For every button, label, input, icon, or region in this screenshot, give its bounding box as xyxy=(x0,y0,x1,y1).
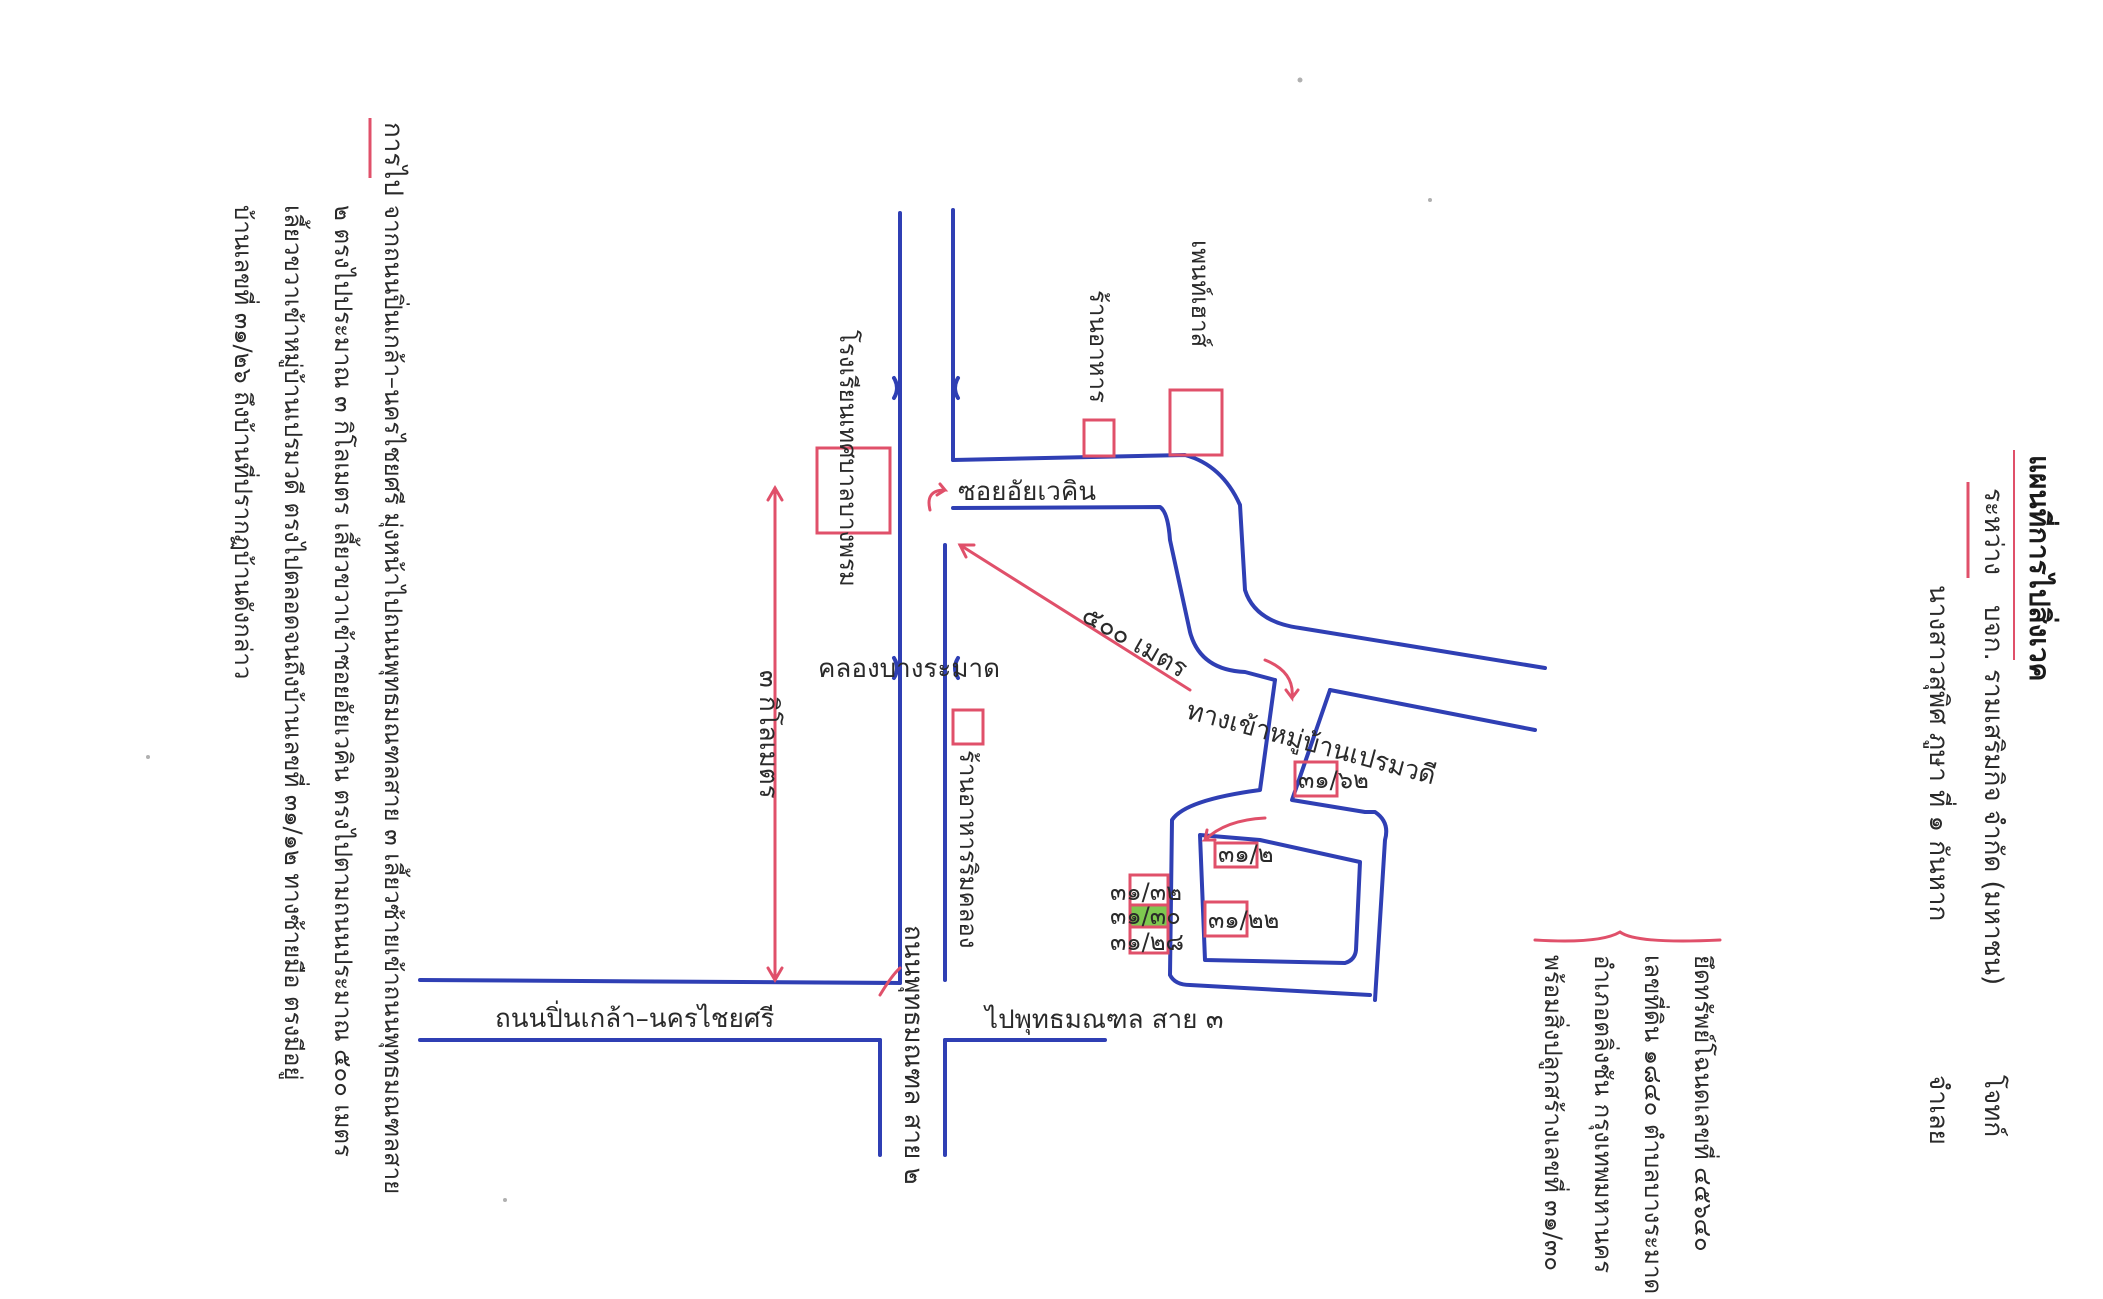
note-brace xyxy=(1533,930,1722,943)
three-km-arrow-head-top xyxy=(766,485,784,502)
property-note-line-4: พร้อมสิ่งปลูกสร้างเลขที่ ๓๑/๓๐ xyxy=(1538,955,1570,1271)
party-defendant: นางสาวสุพิศ ภูษา ที่ ๑ กันหาก xyxy=(1923,585,1957,921)
house-31-22-box xyxy=(1203,900,1249,938)
three-km-arrow-head-bottom xyxy=(766,966,784,983)
scan-specks xyxy=(146,77,1432,1202)
bridge-mark-canal-east xyxy=(953,656,960,680)
property-note-line-3: อำเภอตลิ่งชัน กรุงเทพมหานคร xyxy=(1588,955,1620,1273)
tower-label: เพนท์เฮาส์ xyxy=(1186,240,1214,348)
house-31-2-box xyxy=(1213,841,1259,869)
directions-line-2: ๒ ตรงไปประมาณ ๓ กิโลเมตร เลี้ยวขวาเข้าซอ… xyxy=(329,205,361,1157)
village-entry-west xyxy=(1168,678,1372,997)
property-note-line-1: ยึดทรัพย์โฉนดเลขที่ ๔๕๖๔๐ xyxy=(1689,955,1720,1252)
bridge-mark-canal-west xyxy=(892,656,899,680)
scan-speck xyxy=(1297,77,1303,83)
pinklao-road-top-edge xyxy=(418,978,902,985)
scan-speck xyxy=(1428,198,1432,202)
pinklao-road-label: ถนนปิ่นเกล้า–นครไชยศรี xyxy=(495,1000,774,1034)
map-title: แผนที่การไปสิ่งเวค xyxy=(2023,455,2060,681)
house-31-62-label: ๓๑/๖๒ xyxy=(1298,766,1369,794)
tower-box xyxy=(1168,388,1224,457)
village-inner-loop xyxy=(1198,833,1362,965)
turn-arrow-soi xyxy=(927,482,949,512)
house-31-22-label: ๓๑/๒๒ xyxy=(1208,906,1279,934)
restaurant-canal-label: ร้านอาหารริมคลอง xyxy=(954,750,982,948)
house-31-2-label: ๓๑/๒ xyxy=(1218,840,1274,868)
road-network xyxy=(418,208,1547,1157)
bridge-mark-north-east xyxy=(953,376,960,400)
house-31-28-label: ๓๑/๒๘ xyxy=(1110,928,1184,956)
role-defendant: จำเลย xyxy=(1923,1075,1953,1145)
canal-label: คลองบางระมาด xyxy=(818,654,1000,684)
directions-block: การไป จากถนนปิ่นเกล้า–นครไชยศรี มุ่งหน้า… xyxy=(229,118,411,1194)
house-31-62-box xyxy=(1293,760,1339,798)
village-entry-east xyxy=(1290,688,1389,1002)
landmarks xyxy=(815,388,1339,955)
soi-upper-edge xyxy=(951,453,1547,670)
directions-heading: การไป xyxy=(378,122,409,196)
scan-speck xyxy=(503,1198,507,1202)
school-box xyxy=(815,446,892,535)
school-label: โรงเรียนเทศบาลบางพรม xyxy=(834,330,862,587)
house-31-28-box xyxy=(1128,925,1170,955)
three-km-label: ๓ กิโลเมตร xyxy=(753,670,784,799)
route-markers xyxy=(766,482,1300,997)
header-block: แผนที่การไปสิ่งเวค ระหว่าง บจก. รามเสริม… xyxy=(1923,450,2060,1145)
five-hundred-m-arrow-head xyxy=(957,543,976,559)
party-plaintiff: บจก. รามเสริมกิจ จำกัด (มหาชน) xyxy=(1978,605,2008,985)
bridge-mark-north-west xyxy=(892,376,899,400)
property-note-block: ยึดทรัพย์โฉนดเลขที่ ๔๕๖๔๐ เลขที่ดิน ๑๘๔๐… xyxy=(1533,930,1722,1294)
between-label: ระหว่าง xyxy=(1978,488,2008,575)
restaurant-top-label: ร้านอาหาร xyxy=(1084,290,1112,403)
house-31-30-label: ๓๑/๓๐ xyxy=(1110,902,1181,930)
turn-arrow-loop xyxy=(1201,816,1267,842)
five-hundred-m-arrow-line xyxy=(958,543,1192,692)
turn-arrow-village xyxy=(1263,658,1300,702)
phutthamonthon2-label: ถนนพุทธมณฑล สาย ๒ xyxy=(898,925,928,1185)
soi-label: ซอยอัยเวคิน xyxy=(958,477,1096,507)
five-hundred-m-label: ๕๐๐ เมตร xyxy=(1077,600,1193,684)
phutthamonthon3-label: ไปพุทธมณฑล สาย ๓ xyxy=(983,1004,1224,1035)
directions-line-4: บ้านเลขที่ ๓๑/๒๖ ถึงบ้านที่ปรากฏบ้านดังก… xyxy=(229,205,260,679)
map-labels: ถนนปิ่นเกล้า–นครไชยศรี ไปพุทธมณฑล สาย ๓ … xyxy=(495,240,1439,1185)
property-note-line-2: เลขที่ดิน ๑๘๔๐ ตำบลบางระมาด xyxy=(1639,955,1670,1294)
directions-line-3: เลี้ยวขวาเข้าหมู่บ้านเปรมวดี ตรงไปตลอดจน… xyxy=(278,205,311,1081)
restaurant-top-box xyxy=(1082,418,1116,458)
role-plaintiff: โจทก์ xyxy=(1978,1075,2009,1137)
soi-east-lower-edge xyxy=(1328,688,1537,732)
directions-line-1: จากถนนปิ่นเกล้า–นครไชยศรี มุ่งหน้าไปถนนพ… xyxy=(378,205,411,1194)
turn-arrow-pinklao xyxy=(878,966,902,997)
scan-speck xyxy=(146,755,150,759)
house-31-32-label: ๓๑/๓๒ xyxy=(1110,878,1182,906)
soi-lower-edge xyxy=(951,505,1277,682)
restaurant-canal-box xyxy=(951,708,985,746)
